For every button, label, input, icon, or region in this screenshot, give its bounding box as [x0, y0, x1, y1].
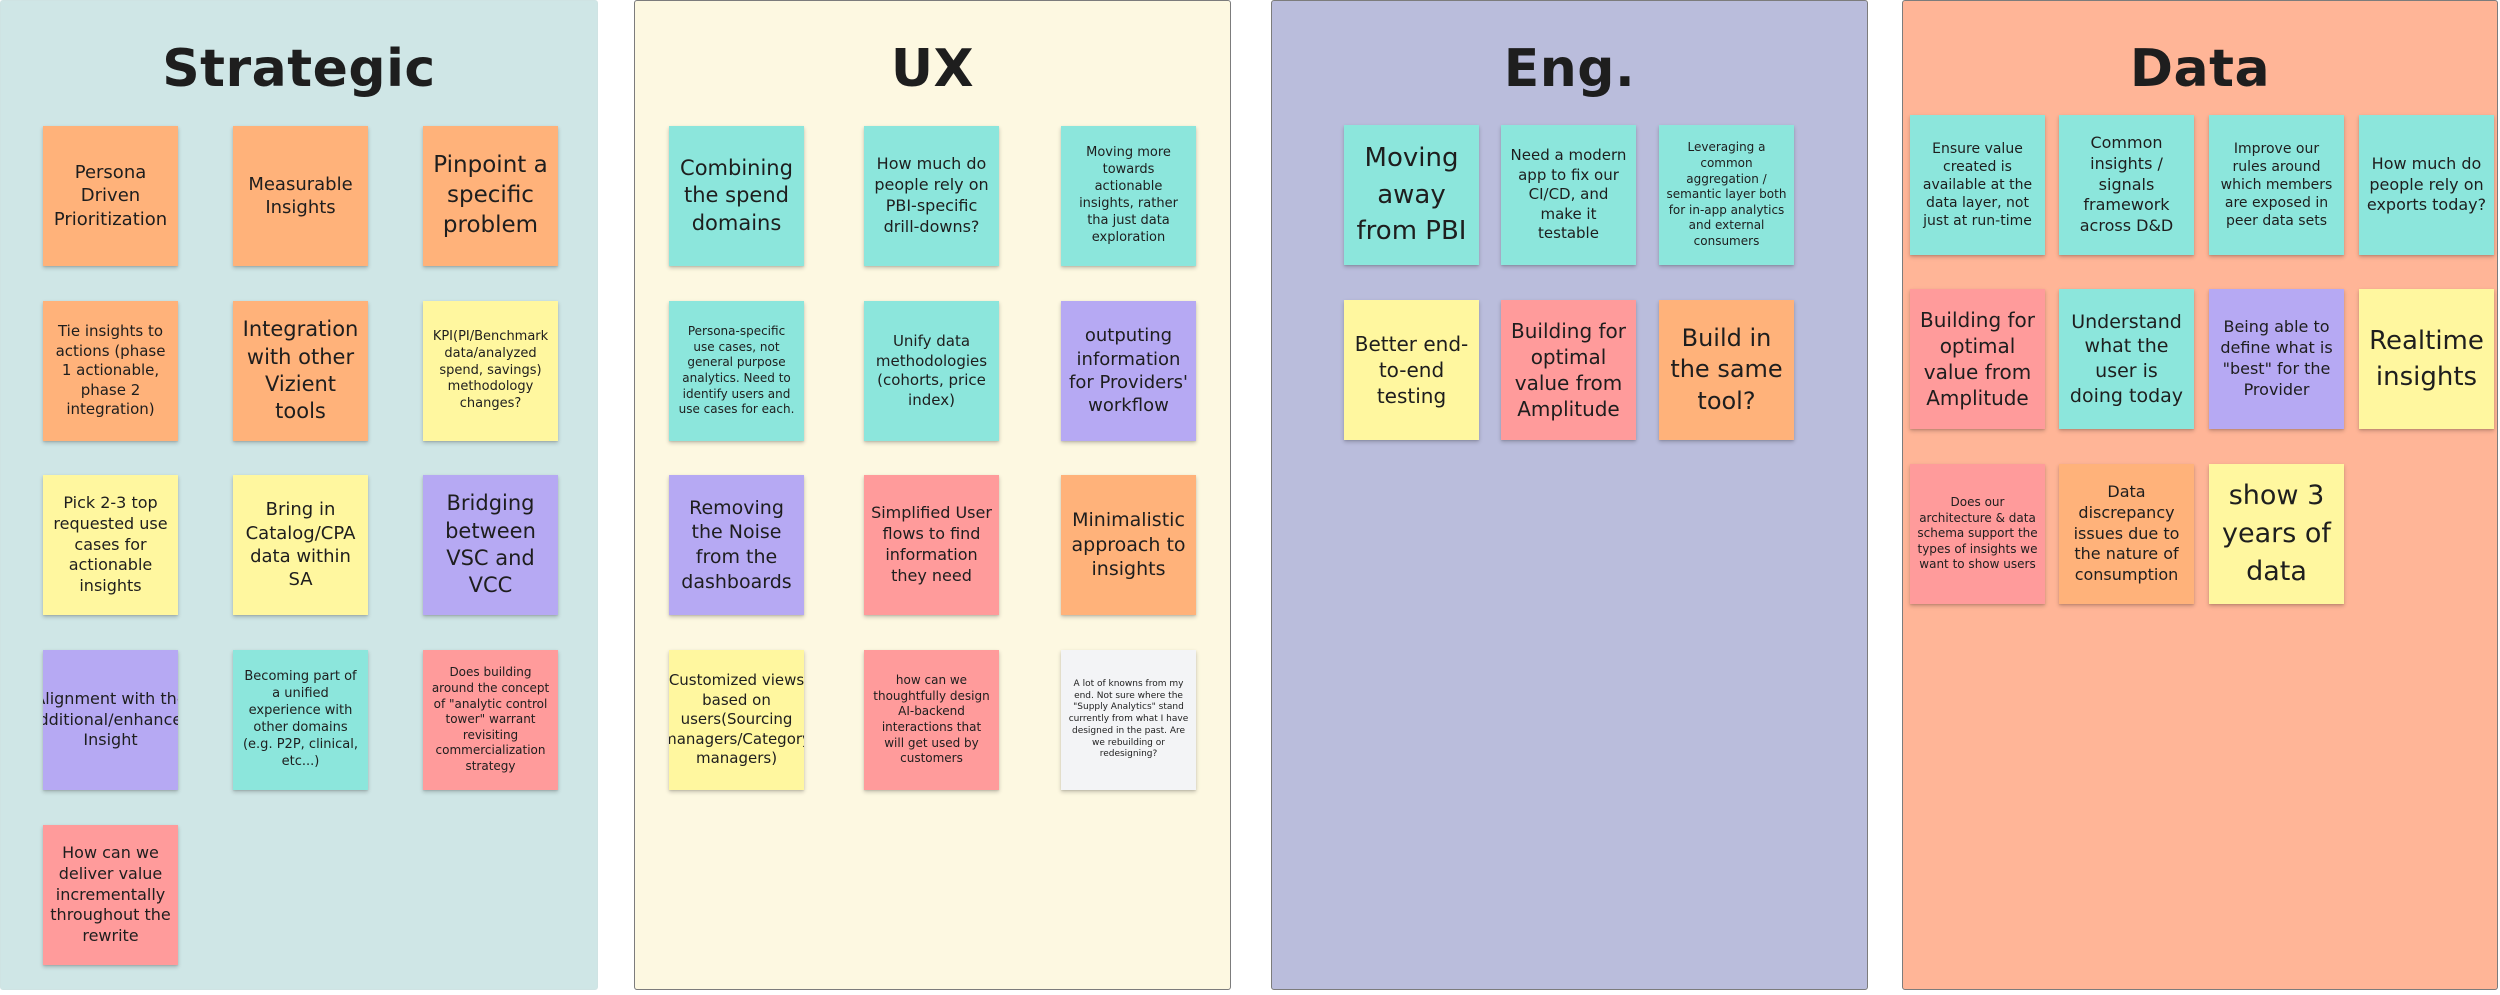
sticky-note-text: outputing information for Providers' wor… [1069, 325, 1188, 417]
frame-title: Eng. [1503, 39, 1636, 99]
sticky-note[interactable]: Moving more towards actionable insights,… [1061, 126, 1196, 266]
sticky-note[interactable]: Persona-specific use cases, not general … [669, 301, 804, 441]
sticky-note[interactable]: Integration with other Vizient tools [233, 301, 368, 441]
sticky-note-text: show 3 years of data [2222, 480, 2331, 587]
sticky-note-text: Building for optimal value from Amplitud… [1511, 319, 1626, 421]
sticky-note[interactable]: Pick 2-3 top requested use cases for act… [43, 475, 178, 615]
sticky-note[interactable]: how can we thoughtfully design AI-backen… [864, 650, 999, 790]
sticky-note-text: how can we thoughtfully design AI-backen… [873, 673, 990, 766]
sticky-note[interactable]: Better end-to-end testing [1344, 300, 1479, 440]
sticky-note[interactable]: Simplified User flows to find informatio… [864, 475, 999, 615]
sticky-note-text: Better end-to-end testing [1354, 332, 1469, 408]
sticky-note[interactable]: Pinpoint a specific problem [423, 126, 558, 266]
sticky-note[interactable]: Measurable Insights [233, 126, 368, 266]
frame-title: UX [890, 39, 975, 99]
sticky-note-text: How much do people rely on PBI-specific … [874, 154, 989, 236]
sticky-note[interactable]: Build in the same tool? [1659, 300, 1794, 440]
sticky-note[interactable]: How much do people rely on exports today… [2359, 115, 2494, 255]
sticky-note-text: Common insights / signals framework acro… [2079, 133, 2174, 236]
sticky-note-text: Leveraging a common aggregation / semant… [1666, 140, 1787, 248]
sticky-note-text: Measurable Insights [248, 173, 353, 218]
sticky-note[interactable]: Improve our rules around which members a… [2209, 115, 2344, 255]
frame-title: Strategic [162, 39, 436, 99]
sticky-note-text: KPI(PI/Benchmark data/analyzed spend, sa… [432, 328, 549, 412]
sticky-note[interactable]: Combining the spend domains [669, 126, 804, 266]
sticky-note-text: Improve our rules around which members a… [2220, 140, 2333, 230]
sticky-note[interactable]: Understand what the user is doing today [2059, 289, 2194, 429]
sticky-note[interactable]: Becoming part of a unified experience wi… [233, 650, 368, 790]
sticky-note-text: Minimalistic approach to insights [1071, 508, 1186, 581]
sticky-note[interactable]: Common insights / signals framework acro… [2059, 115, 2194, 255]
sticky-note-text: Pinpoint a specific problem [433, 152, 548, 238]
sticky-note-text: Does our architecture & data schema supp… [1917, 495, 2038, 572]
sticky-note[interactable]: Persona Driven Prioritization [43, 126, 178, 266]
sticky-note-text: Bridging between VSC and VCC [445, 491, 536, 598]
sticky-note-text: Pick 2-3 top requested use cases for act… [53, 493, 168, 596]
sticky-note[interactable]: Unify data methodologies (cohorts, price… [864, 301, 999, 441]
sticky-note[interactable]: Alignment with the additional/enhanced I… [43, 650, 178, 790]
sticky-note[interactable]: Minimalistic approach to insights [1061, 475, 1196, 615]
sticky-note-text: Does building around the concept of "ana… [431, 665, 550, 773]
sticky-note-text: A lot of knowns from my end. Not sure wh… [1068, 679, 1189, 760]
sticky-note[interactable]: Need a modern app to fix our CI/CD, and … [1501, 125, 1636, 265]
sticky-note[interactable]: Removing the Noise from the dashboards [669, 475, 804, 615]
sticky-note-text: Moving more towards actionable insights,… [1079, 145, 1178, 245]
sticky-note[interactable]: Data discrepancy issues due to the natur… [2059, 464, 2194, 604]
sticky-note[interactable]: Does building around the concept of "ana… [423, 650, 558, 790]
sticky-note[interactable]: Ensure value created is available at the… [1910, 115, 2045, 255]
sticky-note-text: Removing the Noise from the dashboards [681, 496, 792, 593]
sticky-note-text: Unify data methodologies (cohorts, price… [875, 332, 988, 409]
sticky-note-text: Realtime insights [2369, 325, 2484, 392]
sticky-note[interactable]: How much do people rely on PBI-specific … [864, 126, 999, 266]
sticky-note-text: How can we deliver value incrementally t… [50, 843, 171, 946]
sticky-note-text: Customized views based on users(Sourcing… [669, 671, 804, 768]
sticky-note[interactable]: Customized views based on users(Sourcing… [669, 650, 804, 790]
sticky-note-text: Simplified User flows to find informatio… [871, 503, 992, 585]
sticky-note-text: Persona Driven Prioritization [53, 161, 168, 230]
sticky-note-text: Data discrepancy issues due to the natur… [2073, 482, 2180, 585]
sticky-note[interactable]: A lot of knowns from my end. Not sure wh… [1061, 650, 1196, 790]
sticky-note[interactable]: Moving away from PBI [1344, 125, 1479, 265]
sticky-note[interactable]: KPI(PI/Benchmark data/analyzed spend, sa… [423, 301, 558, 441]
sticky-note-text: Combining the spend domains [680, 156, 793, 235]
sticky-note-text: Integration with other Vizient tools [242, 317, 359, 424]
sticky-note-text: Tie insights to actions (phase 1 actiona… [55, 322, 166, 419]
sticky-note-text: How much do people rely on exports today… [2366, 153, 2487, 215]
sticky-note-text: Bring in Catalog/CPA data within SA [245, 499, 356, 591]
sticky-note-text: Moving away from PBI [1356, 143, 1467, 247]
sticky-note-text: Building for optimal value from Amplitud… [1920, 308, 2035, 410]
sticky-note[interactable]: Building for optimal value from Amplitud… [1910, 289, 2045, 429]
sticky-note[interactable]: Being able to define what is "best" for … [2209, 289, 2344, 429]
sticky-note[interactable]: Bring in Catalog/CPA data within SA [233, 475, 368, 615]
sticky-note-text: Becoming part of a unified experience wi… [242, 669, 358, 769]
sticky-note[interactable]: Does our architecture & data schema supp… [1910, 464, 2045, 604]
sticky-note-text: Being able to define what is "best" for … [2220, 317, 2333, 399]
sticky-note[interactable]: Building for optimal value from Amplitud… [1501, 300, 1636, 440]
frame-title: Data [2129, 39, 2271, 99]
sticky-note[interactable]: Leveraging a common aggregation / semant… [1659, 125, 1794, 265]
sticky-note-text: Need a modern app to fix our CI/CD, and … [1510, 146, 1627, 243]
sticky-note-text: Build in the same tool? [1670, 324, 1783, 415]
sticky-note[interactable]: outputing information for Providers' wor… [1061, 301, 1196, 441]
sticky-note[interactable]: show 3 years of data [2209, 464, 2344, 604]
sticky-note-text: Ensure value created is available at the… [1922, 140, 2033, 230]
sticky-note[interactable]: Bridging between VSC and VCC [423, 475, 558, 615]
sticky-note[interactable]: Realtime insights [2359, 289, 2494, 429]
sticky-note-text: Understand what the user is doing today [2069, 310, 2184, 407]
sticky-note-text: Persona-specific use cases, not general … [678, 324, 795, 417]
sticky-note[interactable]: How can we deliver value incrementally t… [43, 825, 178, 965]
sticky-note[interactable]: Tie insights to actions (phase 1 actiona… [43, 301, 178, 441]
sticky-note-text: Alignment with the additional/enhanced I… [43, 688, 178, 750]
